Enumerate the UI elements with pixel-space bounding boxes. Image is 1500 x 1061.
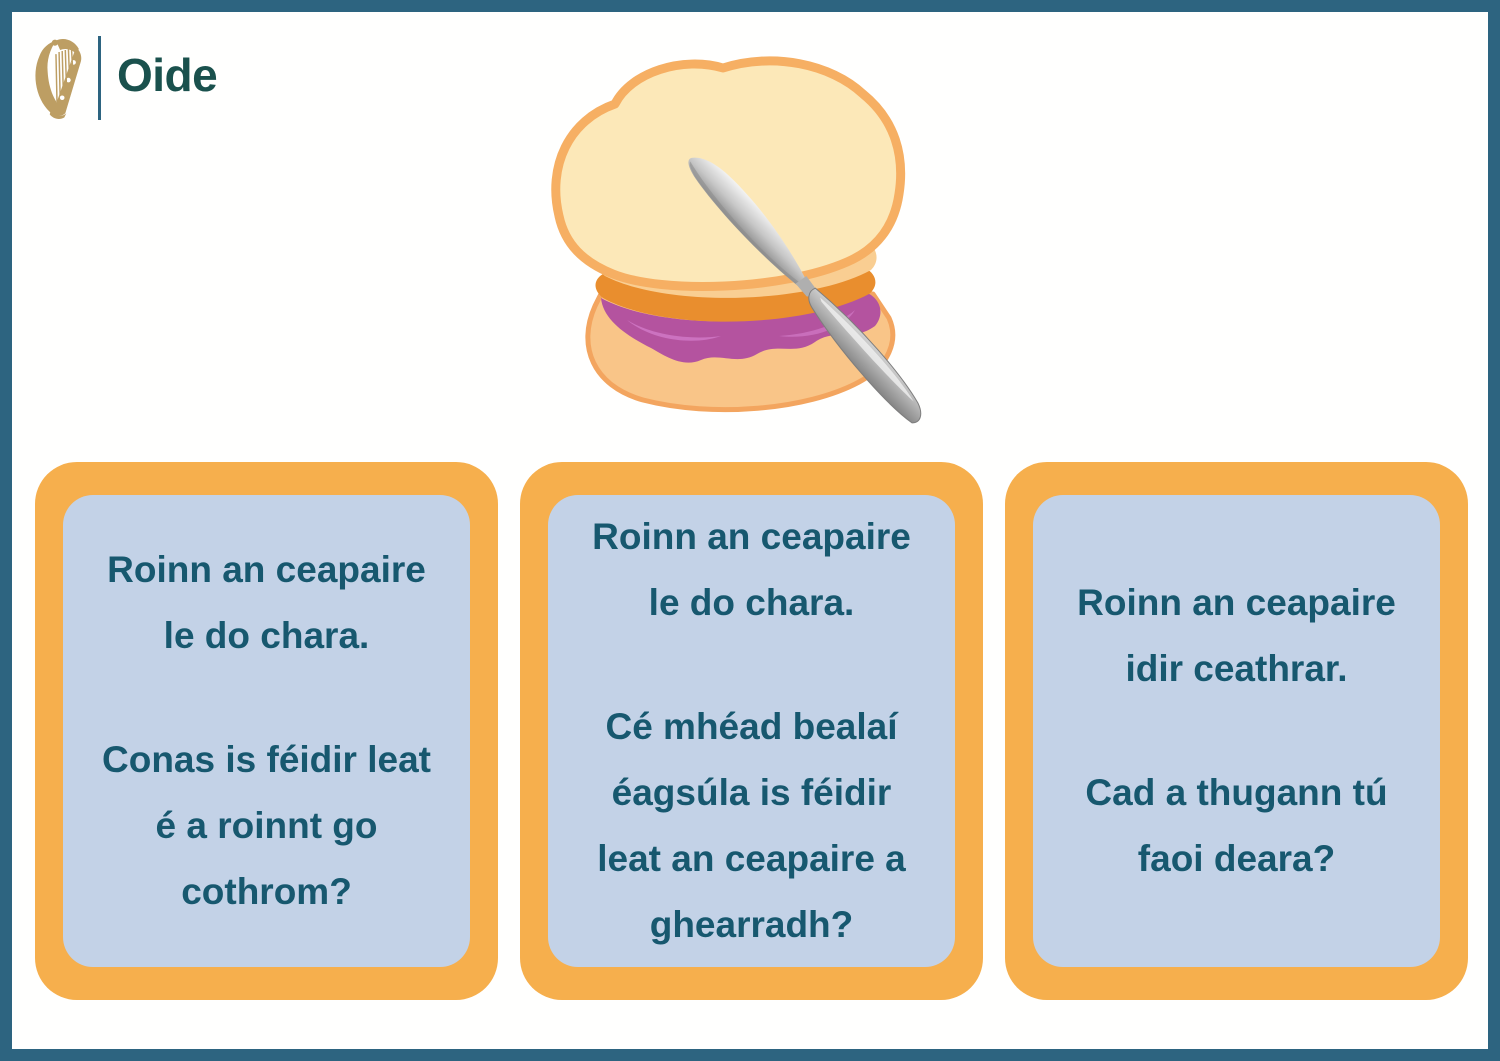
prompt-card-3-panel: Roinn an ceapaire idir ceathrar. Cad a t… (1033, 495, 1440, 967)
brand-header: Oide (30, 34, 218, 122)
card-1-question: Conas is féidir leat é a roinnt go cothr… (102, 739, 431, 912)
prompt-cards: Roinn an ceapaire le do chara. Conas is … (35, 462, 1468, 1000)
knife-icon (688, 157, 922, 424)
prompt-card-1: Roinn an ceapaire le do chara. Conas is … (35, 462, 498, 1000)
card-2-question: Cé mhéad bealaí éagsúla is féidir leat a… (597, 706, 906, 945)
sandwich-knife-illustration (543, 48, 963, 443)
irish-harp-icon (35, 38, 82, 119)
top-bread-slice (551, 56, 906, 291)
card-3-statement: Roinn an ceapaire idir ceathrar. (1077, 582, 1396, 689)
card-3-question: Cad a thugann tú faoi deara? (1085, 772, 1388, 879)
prompt-card-1-panel: Roinn an ceapaire le do chara. Conas is … (63, 495, 470, 967)
prompt-card-3: Roinn an ceapaire idir ceathrar. Cad a t… (1005, 462, 1468, 1000)
jam-layer (601, 292, 881, 363)
prompt-card-2: Roinn an ceapaire le do chara. Cé mhéad … (520, 462, 983, 1000)
brand-divider (98, 36, 101, 120)
card-2-statement: Roinn an ceapaire le do chara. (592, 516, 911, 623)
crust-shadow-band (595, 268, 876, 322)
card-1-statement: Roinn an ceapaire le do chara. (107, 549, 426, 656)
prompt-card-2-panel: Roinn an ceapaire le do chara. Cé mhéad … (548, 495, 955, 967)
brand-logo-text: Oide (117, 49, 218, 101)
sandwich-knife-graphic (551, 56, 922, 424)
